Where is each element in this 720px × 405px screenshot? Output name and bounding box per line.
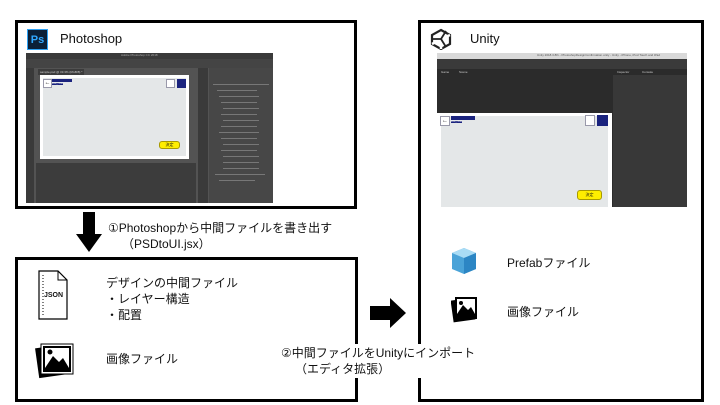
photoshop-logo-icon: Ps: [27, 29, 48, 50]
tab-inspector[interactable]: Inspector: [617, 70, 630, 74]
unity-game-view: ← 0000_97089 決定: [437, 113, 612, 211]
step1-label: ①Photoshopから中間ファイルを書き出す （PSDtoUI.jsx）: [108, 221, 333, 251]
intermediate-heading: デザインの中間ファイル: [106, 276, 239, 290]
json-icon-text: JSON: [44, 292, 64, 299]
unity-panel: Unity Unity 2018.3.8f1 - PhotoshopDesign…: [418, 20, 704, 402]
prefab-cube-icon: [452, 248, 476, 274]
unity-image-file-label: 画像ファイル: [507, 305, 580, 319]
bullet-placement: ・配置: [106, 308, 143, 322]
tab-scene[interactable]: Scene: [459, 70, 468, 74]
unity-screenshot: Unity 2018.3.8f1 - PhotoshopDesignConfir…: [437, 53, 687, 211]
json-file-icon: [38, 270, 68, 320]
layers-panel: [209, 68, 273, 203]
photoshop-title: Photoshop: [60, 31, 123, 46]
unity-window-title: Unity 2018.3.8f1 - PhotoshopDesignConfir…: [537, 53, 661, 57]
tab-console[interactable]: Console: [642, 70, 654, 74]
unity-title: Unity: [470, 31, 500, 46]
ok-button: 決定: [577, 190, 602, 200]
image-file-icon: [451, 297, 477, 323]
unity-logo-icon: [430, 28, 452, 50]
photoshop-canvas: ← 0000_97089 決定: [40, 75, 189, 159]
prefab-label: Prefabファイル: [507, 256, 591, 270]
intermediate-files-panel: JSON デザインの中間ファイル ・レイヤー構造 ・配置 画像ファイル: [15, 257, 358, 402]
photoshop-window-title: Adobe Photoshop CC 2018: [121, 53, 158, 57]
photoshop-doc-tab: sample.psd @ 33.3% (RGB/8) *: [38, 69, 85, 75]
image-file-icon: [35, 343, 74, 379]
image-file-label: 画像ファイル: [106, 352, 179, 366]
right-arrow-icon: [370, 298, 406, 328]
photoshop-panel: Ps Photoshop Adobe Photoshop CC 2018 sam…: [15, 20, 357, 209]
ok-button: 決定: [159, 141, 180, 149]
down-arrow-icon: [76, 212, 102, 252]
bullet-layer-structure: ・レイヤー構造: [106, 292, 190, 306]
tab-game[interactable]: Game: [441, 70, 450, 74]
photoshop-screenshot: Adobe Photoshop CC 2018 sample.psd @ 33.…: [26, 53, 273, 203]
step2-label: ②中間ファイルをUnityにインポート （エディタ拡張）: [278, 344, 479, 378]
